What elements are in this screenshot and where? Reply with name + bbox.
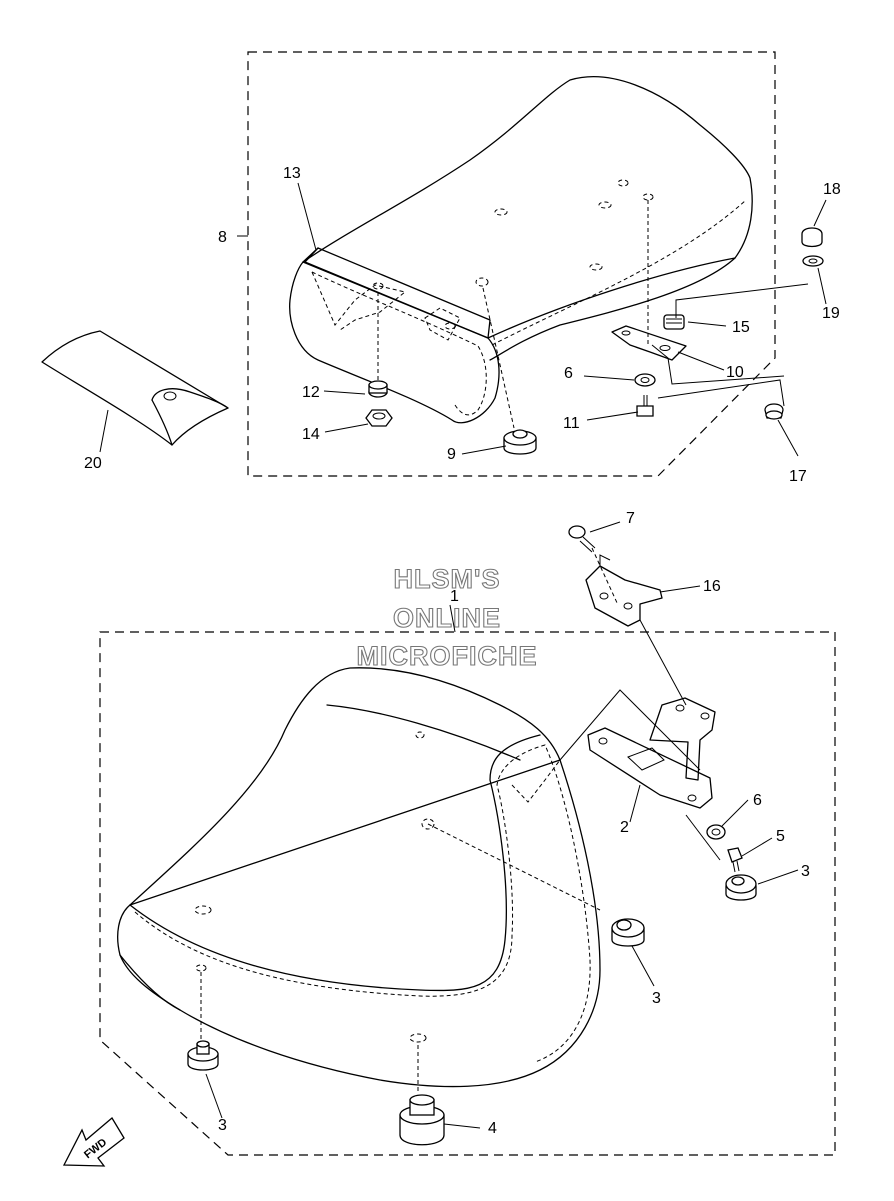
callout-20[interactable]: 20 <box>84 455 102 472</box>
callout-3-right[interactable]: 3 <box>801 863 810 880</box>
front-seat-group <box>99 631 836 1156</box>
front-damper-3-left[interactable] <box>187 1040 219 1071</box>
callout-14[interactable]: 14 <box>302 426 320 443</box>
callout-leaders <box>99 182 827 1129</box>
rear-cap-18[interactable] <box>801 227 823 248</box>
seat-cover-20[interactable] <box>41 330 229 446</box>
front-seat-group-boundary <box>99 631 836 1156</box>
rear-seat-group <box>247 51 824 477</box>
seat-strap[interactable] <box>304 247 491 339</box>
rear-collar-14[interactable] <box>365 409 393 427</box>
rear-damper-9[interactable] <box>482 287 537 455</box>
callout-7[interactable]: 7 <box>626 510 635 527</box>
callout-numbers: 13 8 12 14 9 6 11 10 15 17 19 18 20 7 16… <box>84 165 841 1137</box>
rear-nut-15[interactable] <box>663 314 685 330</box>
callout-8[interactable]: 8 <box>218 229 227 246</box>
front-seat[interactable] <box>117 667 601 1088</box>
callout-3-mid[interactable]: 3 <box>652 990 661 1007</box>
callout-13[interactable]: 13 <box>283 165 301 182</box>
watermark-line-3: MICROFICHE <box>357 641 538 671</box>
fwd-arrow: FWD <box>62 1117 125 1167</box>
callout-18[interactable]: 18 <box>823 181 841 198</box>
callout-4[interactable]: 4 <box>488 1120 497 1137</box>
callout-19[interactable]: 19 <box>822 305 840 322</box>
watermark-line-1: HLSM'S <box>394 564 501 594</box>
callout-1[interactable]: 1 <box>450 588 459 605</box>
callout-2[interactable]: 2 <box>620 819 629 836</box>
rear-bracket-10[interactable] <box>611 325 687 361</box>
rear-seat-group-boundary <box>247 51 776 477</box>
callout-9[interactable]: 9 <box>447 446 456 463</box>
callout-5[interactable]: 5 <box>776 828 785 845</box>
rear-nut-17[interactable] <box>764 403 784 420</box>
bracket-16[interactable] <box>585 554 663 627</box>
rear-bolt-11[interactable] <box>636 395 654 417</box>
front-plate[interactable] <box>649 697 716 781</box>
rear-washer-6[interactable] <box>634 373 656 387</box>
front-damper-3-right[interactable] <box>725 874 757 901</box>
callout-16[interactable]: 16 <box>703 578 721 595</box>
front-damper-4[interactable] <box>399 1094 445 1146</box>
watermark-line-2: ONLINE <box>393 603 501 633</box>
rear-damper-12[interactable] <box>368 292 388 398</box>
callout-11[interactable]: 11 <box>563 415 580 432</box>
callout-6-front[interactable]: 6 <box>753 792 762 809</box>
callout-6-rear[interactable]: 6 <box>564 365 573 382</box>
callout-10[interactable]: 10 <box>726 364 744 381</box>
front-washer-6[interactable] <box>706 824 726 840</box>
callout-3-left[interactable]: 3 <box>218 1117 227 1134</box>
front-damper-3-mid[interactable] <box>611 918 645 947</box>
front-bracket-2[interactable] <box>587 727 713 809</box>
callout-12[interactable]: 12 <box>302 384 320 401</box>
watermark: HLSM'S ONLINE MICROFICHE <box>356 563 538 671</box>
front-bolt-5[interactable] <box>727 847 743 873</box>
callout-17[interactable]: 17 <box>789 468 807 485</box>
rear-seat[interactable] <box>289 76 753 424</box>
callout-15[interactable]: 15 <box>732 319 750 336</box>
bolt-7[interactable] <box>568 525 596 553</box>
rear-washer-19[interactable] <box>802 255 824 267</box>
